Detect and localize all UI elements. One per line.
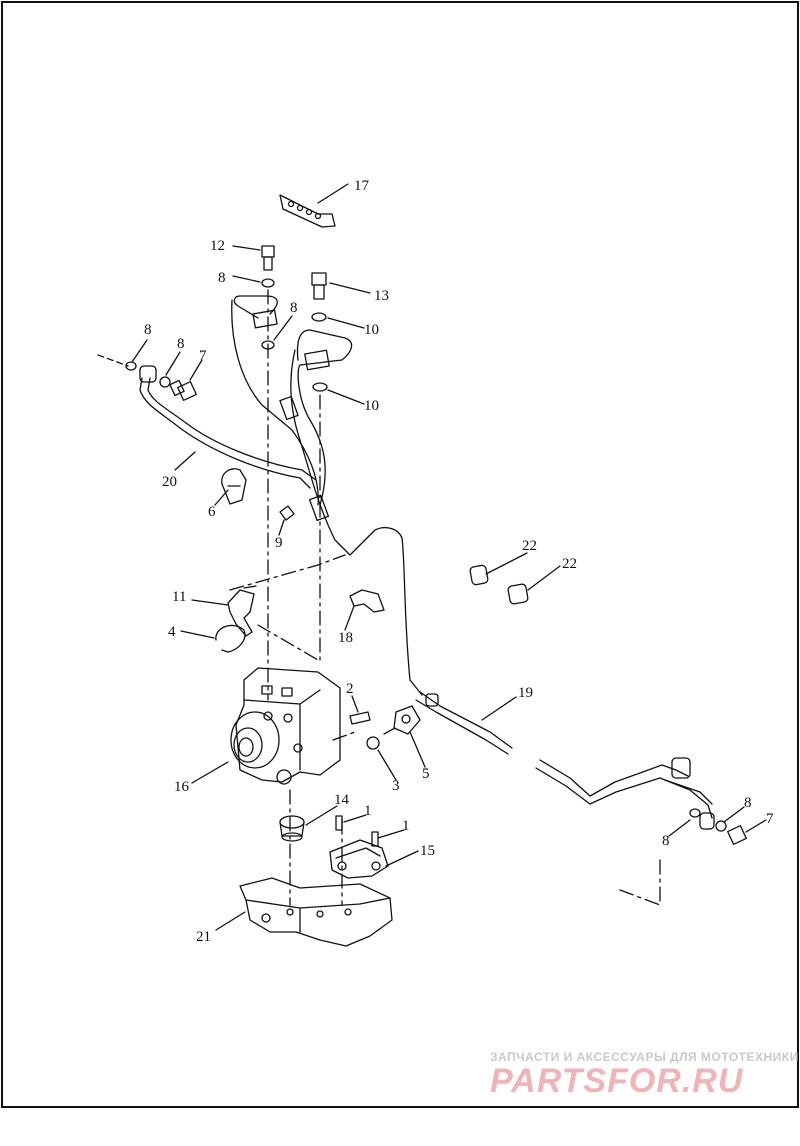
callout-labels: 17 12 8 13 8 10 8 8 7 10 20 6 9 22 22 11… [144,178,774,945]
callout-18: 18 [338,630,353,646]
item-13-banjo-bolt [311,272,327,300]
callout-8: 8 [144,322,152,338]
callout-10: 10 [364,398,379,414]
brake-lines-upper [231,295,423,696]
callout-9: 9 [275,535,283,551]
alignment-lines [229,289,661,906]
callout-17: 17 [354,178,370,194]
item-1-screw [335,815,343,831]
watermark-tagline: ЗАПЧАСТИ И АКСЕССУАРЫ ДЛЯ МОТОТЕХНИКИ [490,1050,799,1064]
item-6-clip [221,468,247,505]
item-21-mounting-bracket [239,877,393,947]
callout-8: 8 [290,300,298,316]
diagram-border [1,1,799,1108]
item-12-banjo-bolt [261,245,275,271]
callout-8: 8 [177,336,185,352]
callout-4: 4 [168,624,176,640]
callout-8: 8 [218,270,226,286]
callout-16: 16 [174,779,190,795]
item-9-grommet [279,505,295,521]
callout-8: 8 [662,833,670,849]
item-7-banjo-bolt [169,379,197,401]
callout-19: 19 [518,685,533,701]
item-3-nut [366,736,380,750]
callout-7: 7 [766,811,774,827]
callout-8: 8 [744,795,752,811]
callout-1: 1 [402,818,410,834]
item-16-abs-module [230,667,341,785]
item-22-caps [469,564,529,605]
watermark-logo: PARTSFOR.RU [490,1062,744,1100]
callout-15: 15 [420,843,435,859]
callout-1: 1 [364,803,372,819]
callout-20: 20 [162,474,177,490]
item-5-clamp [393,705,421,735]
item-15-sensor-bracket [329,839,389,879]
callout-10: 10 [364,322,379,338]
item-20-brake-hose [97,354,317,489]
callout-6: 6 [208,504,216,520]
callout-3: 3 [392,778,400,794]
item-7-banjo-bolt-right [727,825,747,845]
item-19-brake-hose [415,691,715,830]
callout-22: 22 [522,538,537,554]
callout-21: 21 [196,929,211,945]
item-2-bolt [349,711,371,725]
callout-2: 2 [346,681,354,697]
item-1-screw-b [371,831,379,847]
callout-12: 12 [210,238,225,254]
item-17-line-clip [279,194,336,228]
callout-7: 7 [199,348,207,364]
leader-lines [131,183,767,931]
callout-22: 22 [562,556,577,572]
callout-14: 14 [334,792,350,808]
callout-5: 5 [422,766,430,782]
callout-13: 13 [374,288,389,304]
callout-11: 11 [172,589,186,605]
item-4-clamp [215,624,246,653]
item-11-bracket [227,585,257,637]
item-14-grommet [279,815,305,842]
item-18-connector [349,589,385,613]
